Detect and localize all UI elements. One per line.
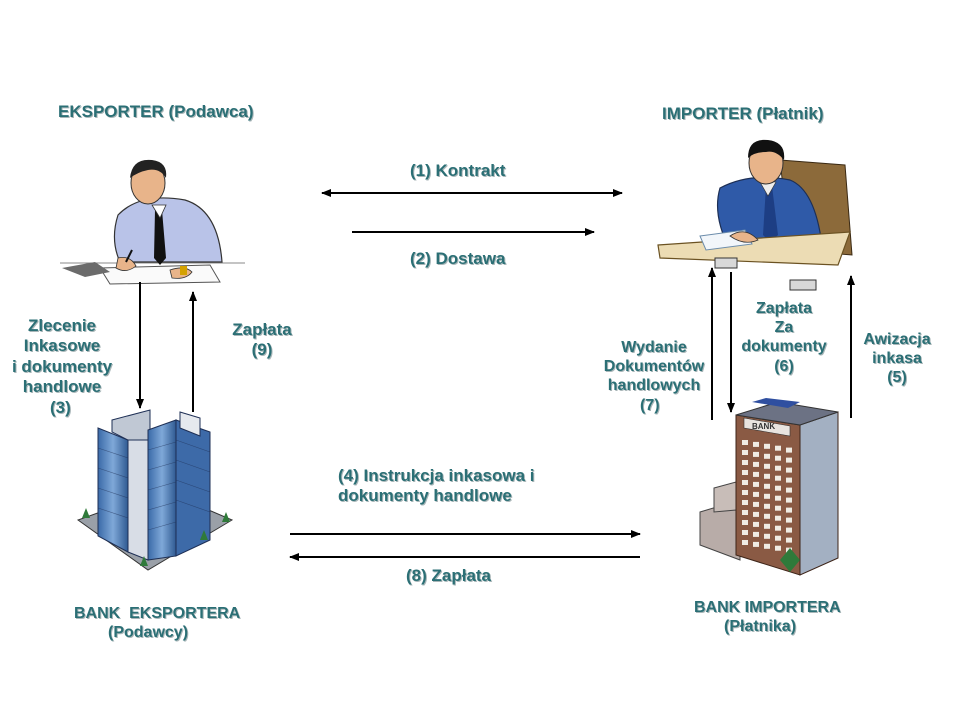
bank-window [753, 501, 759, 507]
bank-window [742, 490, 748, 495]
man-at-desk-icon [657, 139, 853, 291]
bank-window [753, 451, 759, 457]
bank-window [764, 533, 770, 539]
bank-window [775, 485, 781, 491]
bank-window [742, 480, 748, 485]
zlecenie-line: handlowe [22, 377, 102, 397]
bank-importer-line: BANK IMPORTERA [694, 599, 841, 616]
bank-window [753, 461, 759, 467]
bank-window [742, 510, 748, 515]
bank-window [775, 455, 781, 461]
bank-window [753, 471, 759, 477]
skyscraper-icon [76, 409, 234, 571]
bank-window [786, 537, 792, 543]
awizacja-label: Awizacja inkasa (5) [852, 330, 942, 388]
bank-window [775, 445, 781, 451]
importer-label: IMPORTER (Płatnik) [662, 104, 824, 123]
zaplata-9-line: (9) [251, 340, 273, 360]
bank-building-icon [699, 398, 839, 576]
bank-window [764, 473, 770, 479]
bank-window [764, 493, 770, 499]
bank-window [764, 483, 770, 489]
bank-window [775, 465, 781, 471]
wydanie-line: Wydanie [621, 339, 687, 356]
awizacja-line: inkasa [872, 350, 922, 368]
zlecenie-label: Zlecenie Inkasowe i dokumenty handlowe (… [0, 316, 126, 418]
bank-window [786, 497, 792, 503]
zaplata-9-label: Zapłata (9) [218, 320, 306, 361]
bank-window [764, 503, 770, 509]
instrukcja-label: (4) Instrukcja inkasowa i dokumenty hand… [338, 466, 535, 507]
bank-window [764, 453, 770, 459]
bank-window [764, 513, 770, 519]
bank-window [775, 545, 781, 551]
bank-window [742, 470, 748, 475]
bank-window [753, 491, 759, 497]
bank-window [775, 525, 781, 531]
kontrakt-label: (1) Kontrakt [410, 161, 506, 180]
zaplata-dok-label: Zapłata Za dokumenty (6) [732, 299, 836, 376]
wydanie-line: handlowych [607, 377, 701, 395]
bank-window [764, 543, 770, 549]
instrukcja-line: (4) Instrukcja inkasowa i [338, 466, 535, 485]
bank-sign: BANK [752, 422, 775, 431]
bank-window [753, 481, 759, 487]
bank-window [775, 495, 781, 501]
bank-window [775, 505, 781, 511]
bank-window [786, 487, 792, 493]
bank-window [786, 517, 792, 523]
zlecenie-line: i dokumenty [11, 356, 113, 376]
bank-window [786, 527, 792, 533]
bank-window [786, 477, 792, 483]
bank-importer-line: (Płatnika) [724, 618, 797, 636]
zlecenie-line: Inkasowe [23, 336, 101, 356]
wydanie-line: Dokumentów [603, 358, 705, 376]
wydanie-label: Wydanie Dokumentów handlowych (7) [596, 338, 712, 415]
zaplata-dok-line: Za [774, 319, 794, 337]
bank-exporter-line: (Podawcy) [108, 624, 189, 642]
bank-window [764, 443, 770, 449]
bank-exporter-label: BANK EKSPORTERA (Podawcy) [74, 604, 240, 642]
bank-window [742, 460, 748, 465]
zlecenie-line: Zlecenie [27, 316, 97, 335]
dostawa-label: (2) Dostawa [410, 249, 506, 268]
bank-window [742, 450, 748, 455]
bank-window [775, 515, 781, 521]
instrukcja-line: dokumenty handlowe [338, 486, 512, 506]
bank-window [753, 531, 759, 537]
exporter-label: EKSPORTER (Podawca) [58, 102, 254, 121]
bank-window [753, 521, 759, 527]
bank-window [742, 540, 748, 545]
zaplata-dok-line: (6) [774, 357, 794, 375]
bank-window [786, 467, 792, 473]
bank-window [775, 475, 781, 481]
bank-window [753, 441, 759, 447]
bank-importer-label: BANK IMPORTERA (Płatnika) [694, 598, 841, 636]
wydanie-line: (7) [640, 396, 660, 414]
arrows [136, 189, 855, 561]
awizacja-line: Awizacja [863, 331, 931, 348]
zaplata-8-label: (8) Zapłata [406, 566, 492, 585]
bank-exporter-line: BANK EKSPORTERA [74, 605, 241, 622]
bank-window [786, 457, 792, 463]
zaplata-dok-line: dokumenty [741, 338, 827, 356]
bank-window [742, 500, 748, 505]
bank-window [742, 440, 748, 445]
bank-window [764, 523, 770, 529]
man-writing-icon [60, 159, 245, 285]
bank-window [786, 447, 792, 453]
bank-window [742, 530, 748, 535]
zaplata-dok-line: Zapłata [755, 300, 812, 317]
bank-window [764, 463, 770, 469]
zaplata-9-line: Zapłata [232, 320, 292, 339]
awizacja-line: (5) [887, 369, 907, 387]
bank-window [775, 535, 781, 541]
bank-window [742, 520, 748, 525]
bank-window [753, 541, 759, 547]
zlecenie-line: (3) [50, 397, 71, 417]
bank-window [786, 507, 792, 513]
bank-window [753, 511, 759, 517]
